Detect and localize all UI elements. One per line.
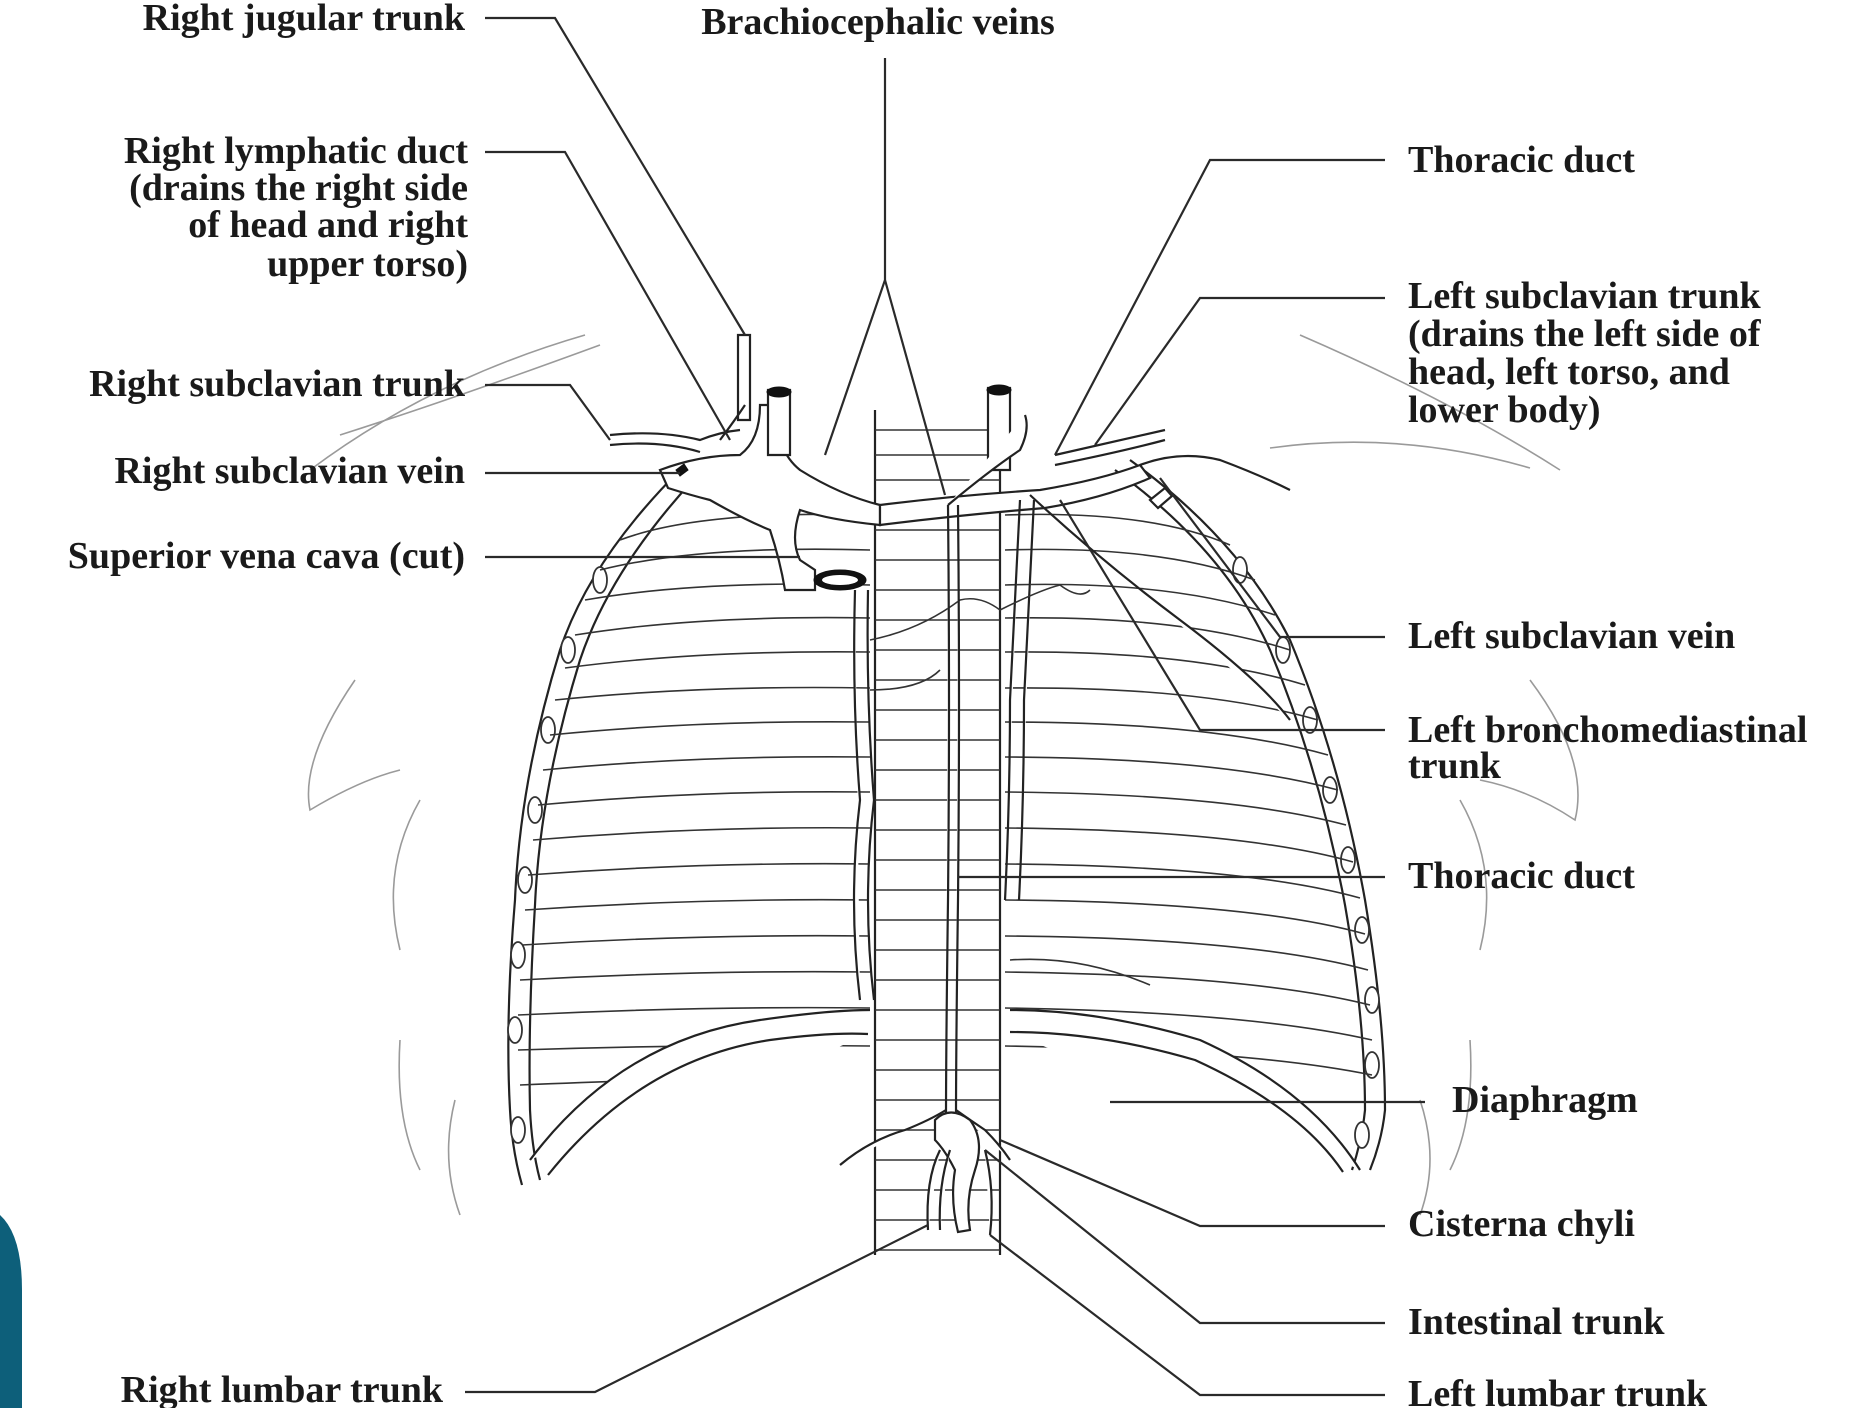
label-left-bronchomediastinal-trunk-2: trunk — [1408, 745, 1502, 787]
corner-accent — [0, 1215, 22, 1408]
label-superior-vena-cava: Superior vena cava (cut) — [68, 535, 465, 577]
label-thoracic-duct-mid: Thoracic duct — [1408, 855, 1635, 897]
label-left-subclavian-trunk: Left subclavian trunk — [1408, 275, 1761, 317]
label-diaphragm: Diaphragm — [1452, 1079, 1638, 1121]
label-right-jugular-trunk: Right jugular trunk — [143, 0, 466, 39]
label-right-lymphatic-duct: Right lymphatic duct — [124, 130, 468, 172]
label-right-lymphatic-duct-2: (drains the right side — [129, 167, 468, 209]
label-left-lumbar-trunk: Left lumbar trunk — [1408, 1373, 1708, 1408]
label-cisterna-chyli: Cisterna chyli — [1408, 1203, 1635, 1245]
label-left-subclavian-trunk-3: head, left torso, and — [1408, 351, 1730, 393]
body-outline — [308, 335, 1578, 1215]
label-right-subclavian-vein: Right subclavian vein — [114, 450, 465, 492]
label-intestinal-trunk: Intestinal trunk — [1408, 1301, 1665, 1343]
label-brachiocephalic-veins: Brachiocephalic veins — [701, 1, 1055, 43]
label-left-subclavian-vein: Left subclavian vein — [1408, 615, 1735, 657]
label-right-subclavian-trunk: Right subclavian trunk — [89, 363, 466, 405]
label-left-subclavian-trunk-4: lower body) — [1408, 389, 1600, 431]
label-left-subclavian-trunk-2: (drains the left side of — [1408, 313, 1762, 355]
label-right-lymphatic-duct-3: of head and right — [188, 204, 468, 246]
label-right-lumbar-trunk: Right lumbar trunk — [121, 1369, 444, 1408]
label-thoracic-duct-top: Thoracic duct — [1408, 139, 1635, 181]
label-right-lymphatic-duct-4: upper torso) — [267, 243, 468, 285]
